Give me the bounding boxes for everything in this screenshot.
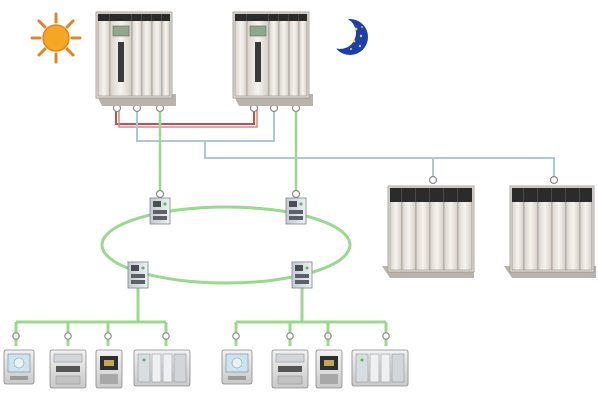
hot-standby-link bbox=[115, 108, 258, 128]
ethernet-ring bbox=[100, 108, 352, 285]
motor-starter-right bbox=[315, 349, 343, 389]
io-island-left bbox=[133, 349, 191, 387]
sun-icon bbox=[30, 12, 82, 64]
ethernet-drop-right bbox=[234, 286, 388, 346]
remote-io-rack-2 bbox=[504, 185, 596, 278]
moon-icon bbox=[324, 17, 368, 55]
motor-starter-left bbox=[95, 349, 123, 389]
ethernet-drop-left bbox=[14, 286, 168, 346]
plc-rack-standby bbox=[232, 11, 313, 106]
hmi-panel-left bbox=[3, 349, 35, 385]
variable-speed-drive-left bbox=[49, 349, 87, 389]
remote-io-rack-1 bbox=[382, 185, 475, 278]
connector-points bbox=[12, 103, 559, 340]
switch-top-right bbox=[285, 197, 307, 225]
variable-speed-drive-right bbox=[271, 349, 309, 389]
switch-bottom-right bbox=[291, 261, 313, 289]
plc-rack-primary bbox=[95, 11, 176, 106]
io-island-right bbox=[351, 349, 409, 387]
hmi-panel-right bbox=[221, 349, 253, 385]
switch-top-left bbox=[149, 197, 171, 225]
switch-bottom-left bbox=[127, 261, 149, 289]
remote-io-link bbox=[136, 108, 555, 178]
